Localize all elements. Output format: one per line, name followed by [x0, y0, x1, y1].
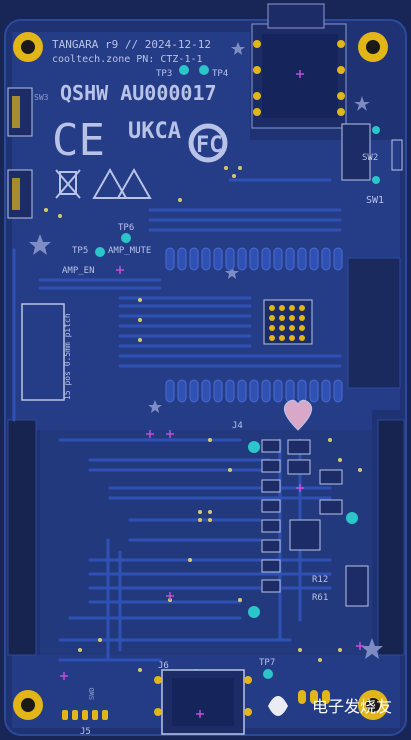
elecfans-watermark-logo: 电子发烧友 — [268, 696, 392, 716]
svg-text:CE: CE — [52, 115, 105, 166]
ref-j4: J4 — [232, 421, 243, 431]
heart-logo — [283, 399, 313, 431]
swd-header: J5 SWD — [62, 687, 108, 737]
battery-pads — [298, 690, 330, 704]
svg-text:SWD: SWD — [88, 687, 96, 700]
test-point-tp7: TP7 — [259, 658, 275, 679]
ce-mark: CE — [52, 115, 105, 166]
board-subtitle: cooltech.zone PN: CTZ-1-1 — [52, 54, 203, 65]
svg-text:UKCA: UKCA — [128, 119, 181, 144]
svg-text:TP5: TP5 — [72, 246, 88, 256]
star-icon — [29, 234, 51, 255]
board-title: TANGARA r9 // 2024-12-12 — [52, 38, 211, 51]
star-icon — [225, 266, 239, 279]
svg-text:电子发烧友: 电子发烧友 — [312, 697, 392, 716]
test-point — [346, 512, 358, 524]
svg-text:J5: J5 — [80, 727, 91, 737]
left-connector-top: SW3 — [7, 87, 49, 137]
warning-triangle-icon — [92, 167, 152, 199]
edge-slot-right — [377, 419, 405, 656]
weee-bin-icon — [55, 169, 81, 199]
copper-pour-middle — [40, 430, 372, 655]
svg-text:TP3: TP3 — [156, 69, 172, 79]
star-icon — [361, 638, 383, 659]
board-cutout — [347, 257, 401, 389]
svg-text:SW2: SW2 — [362, 153, 378, 163]
mounting-hole-bottom-left — [13, 690, 43, 720]
star-icon — [354, 96, 370, 111]
traces — [12, 178, 342, 662]
cross-markers — [60, 70, 364, 718]
left-connector-bottom — [7, 169, 33, 219]
vias — [44, 166, 362, 672]
svg-text:TP4: TP4 — [212, 69, 228, 79]
star-icon — [148, 400, 162, 413]
mounting-hole-top-right — [358, 32, 388, 62]
svg-text:FC: FC — [196, 133, 223, 158]
qc-label: QSHW AU000017 — [60, 81, 217, 105]
sd-card-connector — [251, 3, 347, 129]
ukca-mark: UKCA — [128, 119, 181, 144]
svg-text:TP7: TP7 — [259, 658, 275, 668]
switch-sw1-label: SW1 — [366, 195, 384, 206]
test-point-tp3: TP3 — [156, 65, 189, 79]
svg-text:J6: J6 — [158, 661, 169, 671]
fc-mark: FC — [188, 123, 228, 163]
svg-text:15 pos 0.5mm pitch: 15 pos 0.5mm pitch — [63, 313, 72, 400]
svg-text:TP6: TP6 — [118, 223, 134, 233]
net-label-amp-mute: AMP_MUTE — [108, 246, 151, 256]
test-point-tp4: TP4 — [199, 65, 228, 79]
bga-chip — [263, 299, 313, 345]
ref-r61: R61 — [312, 593, 328, 603]
board-to-board-connector-top — [165, 247, 343, 271]
switch-sw2: SW2 — [341, 123, 403, 184]
net-label-amp-en: AMP_EN — [62, 266, 95, 276]
test-point — [248, 606, 260, 618]
ref-r12: R12 — [312, 575, 328, 585]
board-to-board-connector-bottom — [165, 379, 343, 403]
svg-text:SW3: SW3 — [34, 93, 49, 102]
star-icon — [231, 42, 245, 55]
fpc-connector: 15 pos 0.5mm pitch — [21, 303, 72, 401]
usb-c-connector: J6 — [154, 661, 252, 735]
test-point — [248, 441, 260, 453]
test-point-tp6: TP6 — [118, 223, 134, 243]
edge-slot-left — [7, 419, 37, 656]
component-cluster-right — [261, 439, 369, 607]
test-point-tp5: TP5 — [72, 246, 105, 257]
mounting-hole-bottom-right — [358, 690, 388, 720]
mounting-hole-top-left — [13, 32, 43, 62]
